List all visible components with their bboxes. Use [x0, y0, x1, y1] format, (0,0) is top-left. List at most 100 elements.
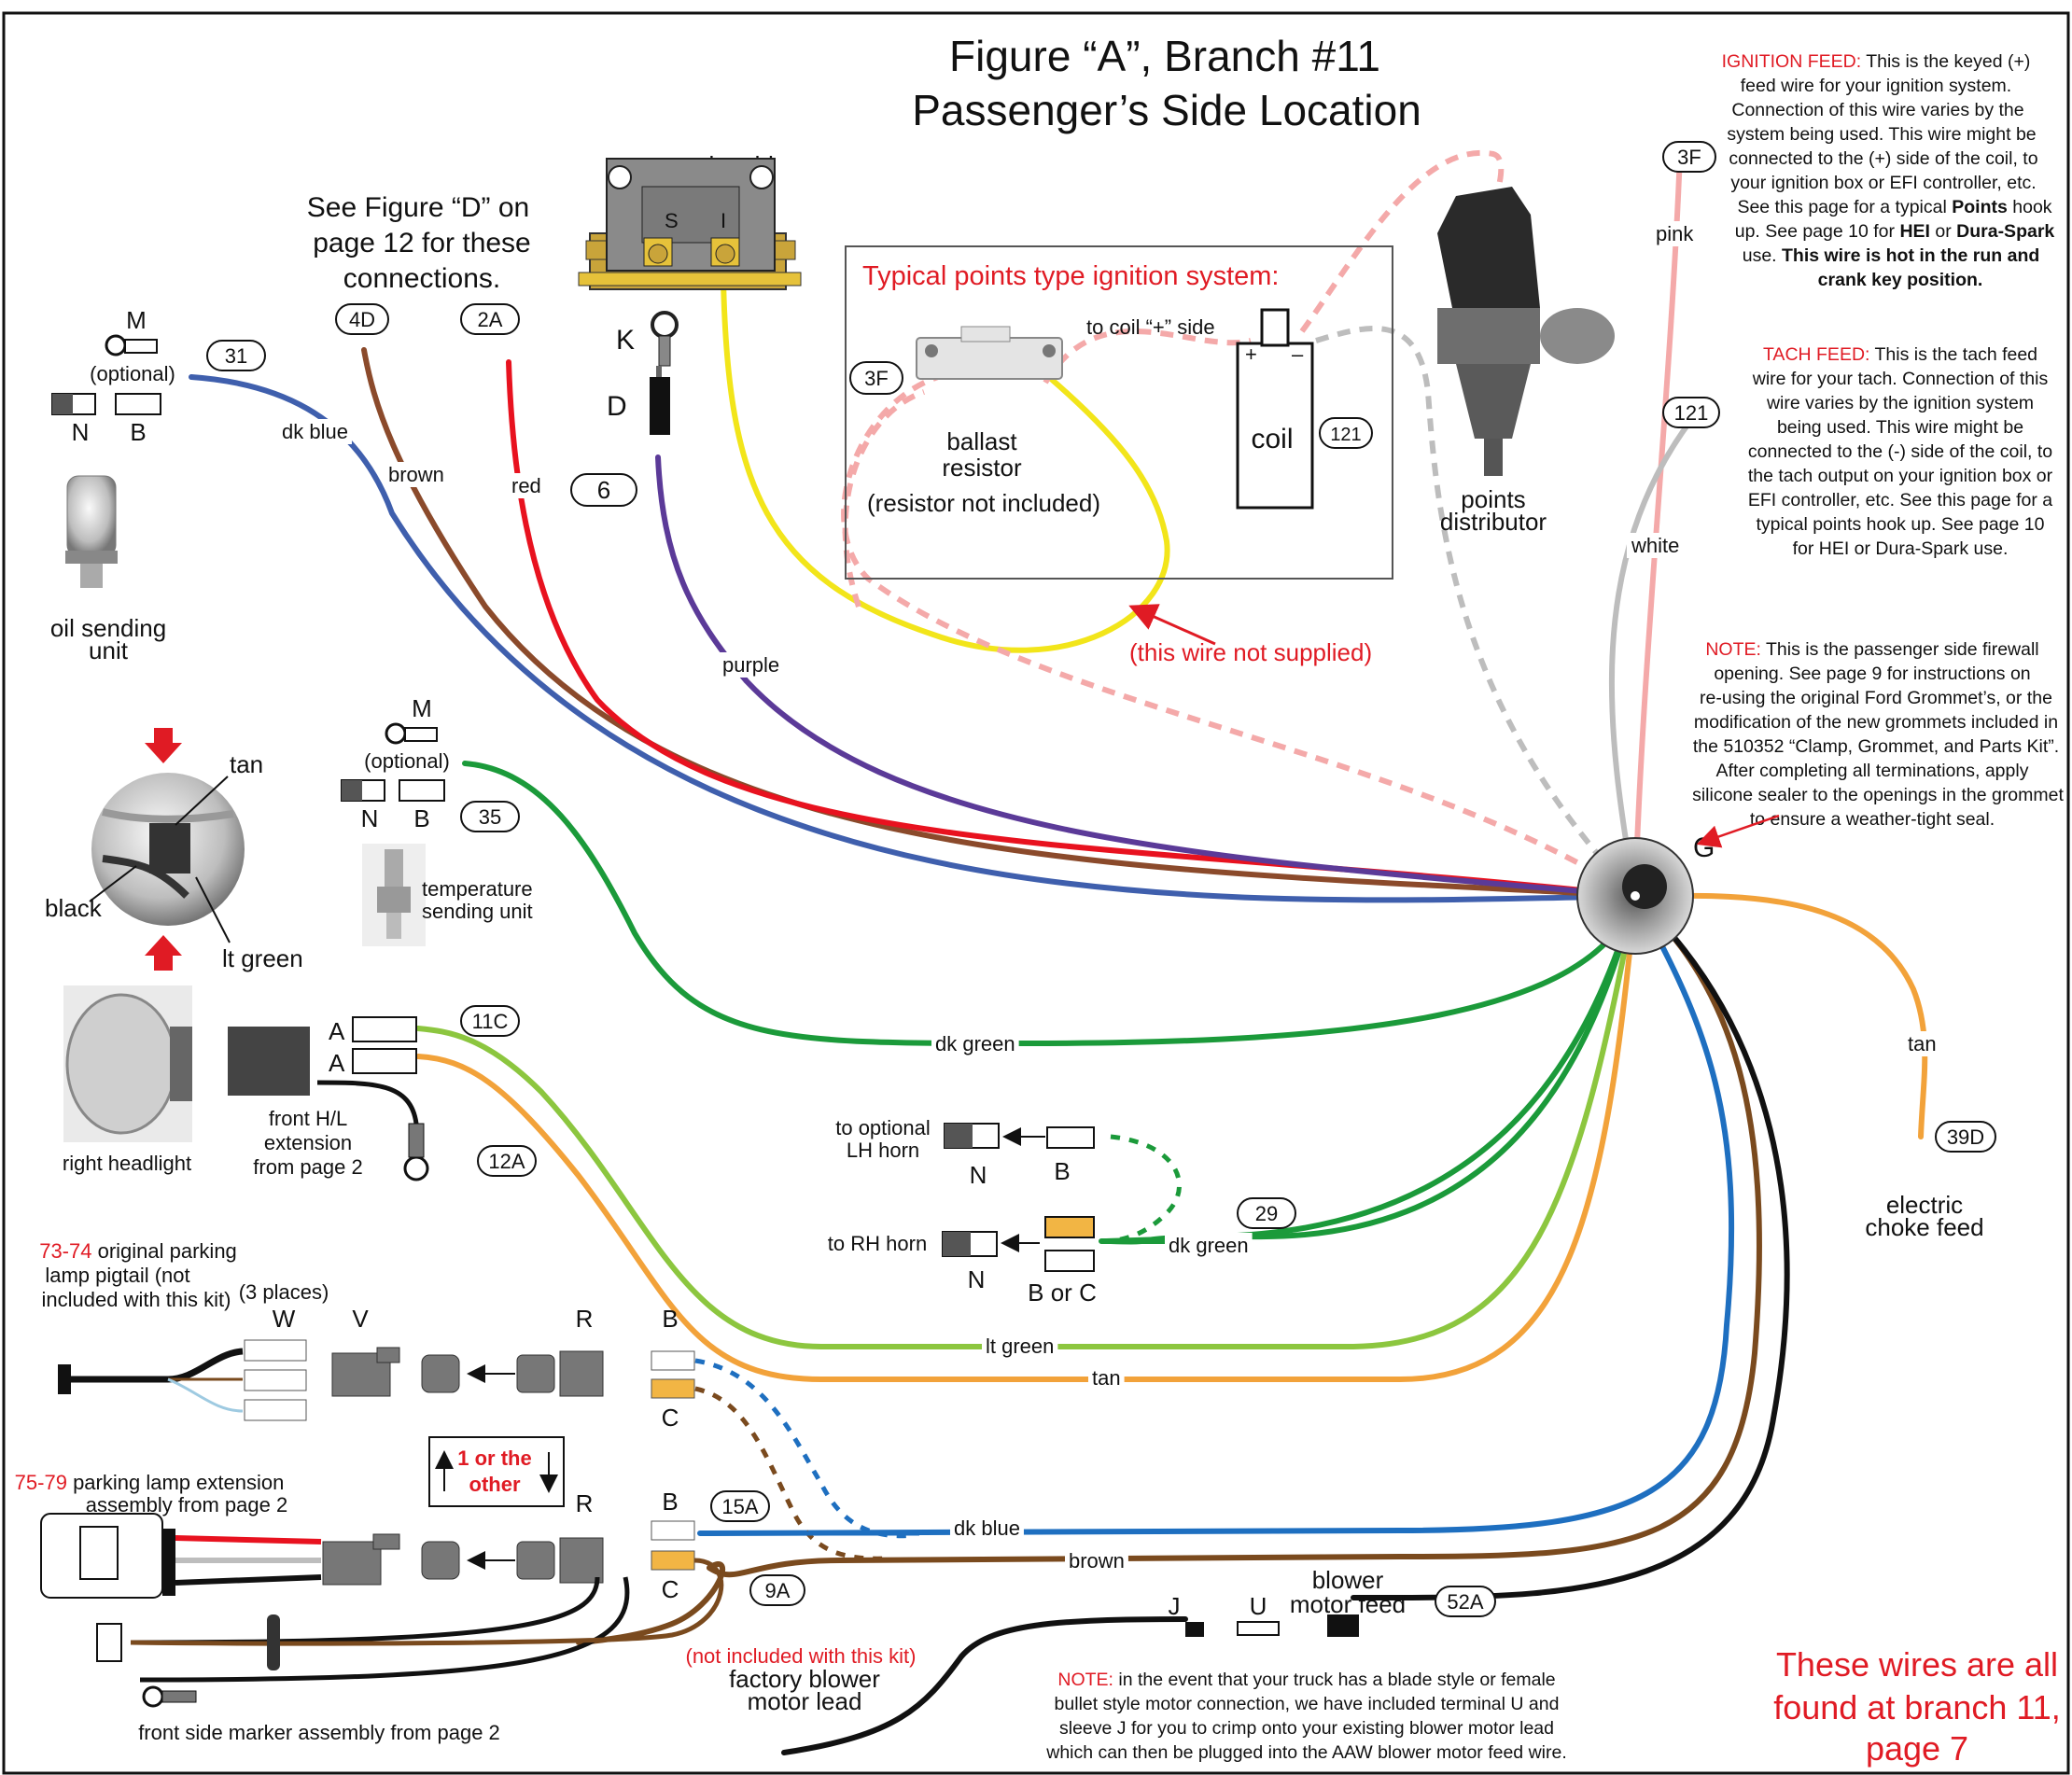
circuit-bubbles: 31 4D 2A 6 3F 121 3F 121 35 11C 12A 29 3…: [206, 141, 1996, 1617]
wire-purple-6: [655, 454, 1638, 899]
bottom-l4: which can then be plugged into the AAW b…: [1045, 1742, 1567, 1763]
ballast-3: (resistor not included): [867, 489, 1100, 517]
ign-l9a: use.: [1743, 245, 1782, 266]
label-brown-bottom: brown: [1069, 1549, 1125, 1572]
svg-text:NOTE: This is the passenger si: NOTE: This is the passenger side firewal…: [1705, 639, 2038, 660]
ign-l10: crank key position.: [1818, 270, 1983, 290]
temp-label-2: sending unit: [422, 900, 533, 923]
ign-l7a: See this page for a typical: [1737, 197, 1952, 217]
circuit-2a: 2A: [478, 308, 503, 331]
branch-3: page 7: [1866, 1729, 1968, 1768]
bottom-note: NOTE: in the event that your truck has a…: [1045, 1670, 1567, 1763]
svg-text:use. This wire is hot in the r: use. This wire is hot in the run and: [1743, 245, 2040, 266]
note-l1: This is the passenger side firewall: [1761, 639, 2039, 660]
temp-sending-unit: M (optional) N B temperature sending uni…: [341, 694, 533, 946]
label-red: red: [511, 474, 541, 497]
circuit-9a: 9A: [765, 1579, 791, 1602]
see-figure-d-1: See Figure “D” on: [307, 192, 529, 223]
circuit-29: 29: [1255, 1202, 1278, 1225]
one-or-other-2: other: [469, 1473, 521, 1496]
wire-pink: [1632, 151, 1683, 899]
right-headlight: right headlight A A front H/L extension …: [63, 985, 429, 1181]
wire-red-2a: [506, 359, 1638, 899]
wire-brown-9a: [707, 893, 1762, 1578]
bottom-l1: in the event that your truck has a blade…: [1113, 1670, 1556, 1690]
coil-plus: +: [1245, 342, 1257, 366]
park-places: (3 places): [239, 1280, 329, 1304]
side-marker: front side marker assembly from page 2: [138, 1721, 500, 1744]
park-desc1c: included with this kit): [42, 1288, 231, 1311]
label-brown: brown: [388, 463, 444, 486]
label-dk-green-29: dk green: [1169, 1234, 1249, 1257]
circuit-12a: 12A: [488, 1150, 525, 1173]
choke-2: choke feed: [1865, 1213, 1983, 1241]
firewall-grommet: G: [1576, 814, 1780, 955]
ign-l4: system being used. This wire might be: [1727, 124, 2036, 145]
svg-text:NOTE: in the event that your t: NOTE: in the event that your truck has a…: [1057, 1670, 1555, 1690]
blower-factory-2: motor lead: [748, 1687, 862, 1715]
label-pink: pink: [1656, 222, 1694, 245]
park-desc1b: lamp pigtail (not: [45, 1264, 189, 1287]
oil-m: M: [126, 306, 147, 334]
blower-feed-1: blower: [1312, 1566, 1384, 1594]
headlight-a2: A: [329, 1049, 345, 1077]
horn-n2: N: [968, 1265, 986, 1293]
park-desc2b: assembly from page 2: [86, 1493, 287, 1516]
note-l5: the 510352 “Clamp, Grommet, and Parts Ki…: [1693, 736, 2059, 757]
branch-note: These wires are all found at branch 11, …: [1773, 1645, 2061, 1768]
choke-1: electric: [1886, 1191, 1963, 1219]
wire-pink-dashed-ballast: [842, 389, 925, 608]
hl-tan: tan: [230, 750, 263, 778]
svg-text:See this page for a typical Po: See this page for a typical Points hook: [1737, 197, 2051, 217]
tach-l2: wire for your tach. Connection of this: [1752, 369, 2049, 389]
park-w: W: [273, 1305, 296, 1333]
svg-text:73-74 original parking: 73-74 original parking: [39, 1239, 237, 1263]
one-or-other-1: 1 or the: [457, 1447, 531, 1470]
park-desc2a: parking lamp extension: [67, 1471, 284, 1494]
horn-b1: B: [1054, 1157, 1070, 1185]
grommet-g: G: [1693, 832, 1715, 863]
wire-lt-green: [415, 893, 1638, 1349]
temp-n: N: [361, 804, 379, 832]
wire-labels: dk blue brown red purple pink white dk g…: [278, 221, 1940, 1573]
oil-label-2: unit: [89, 636, 129, 664]
ignition-feed-note: IGNITION FEED: This is the keyed (+) fee…: [1722, 51, 2055, 290]
svg-text:up. See page 10 for HEI or Dur: up. See page 10 for HEI or Dura-Spark: [1735, 221, 2055, 242]
circuit-15a: 15A: [721, 1495, 758, 1518]
wire-black-factory: [781, 1616, 1188, 1755]
title-line-1: Figure “A”, Branch #11: [949, 32, 1380, 80]
ign-l6: your ignition box or EFI controller, etc…: [1730, 173, 2036, 193]
blower-motor-section: J U blower motor feed (not included with…: [686, 1566, 1407, 1715]
points-to-coil: to coil “+” side: [1086, 315, 1215, 339]
tach-l9: for HEI or Dura-Spark use.: [1793, 538, 2009, 559]
see-figure-d-3: connections.: [343, 263, 500, 294]
blower-not-inc: (not included with this kit): [686, 1644, 917, 1668]
parking-lamp-section: 73-74 original parking lamp pigtail (not…: [15, 1239, 724, 1744]
park-b: B: [662, 1305, 678, 1333]
page-border: [2, 11, 2070, 1775]
wire-black-blower: [1351, 893, 1790, 1600]
tach-l3: wire varies by the ignition system: [1766, 393, 2034, 413]
ign-l8c: or: [1930, 221, 1956, 242]
ballast-1: ballast: [946, 427, 1017, 455]
coil-label: coil: [1251, 424, 1293, 454]
starter-k: K: [616, 325, 635, 356]
ign-l2: feed wire for your ignition system.: [1741, 76, 2011, 96]
park-c2: C: [662, 1575, 679, 1603]
wire-blue-15a: [697, 893, 1735, 1536]
wire-tan-choke: [1632, 892, 1928, 1139]
starter-d: D: [607, 391, 627, 422]
ign-l3: Connection of this wire varies by the: [1731, 100, 2023, 120]
wire-dk-green-29: [1099, 893, 1638, 1245]
wire-dk-green-29b: [1103, 893, 1638, 1244]
blower-j: J: [1169, 1592, 1181, 1620]
tach-l5: connected to the (-) side of the coil, t…: [1748, 441, 2052, 462]
temp-label-1: temperature: [422, 877, 533, 901]
wire-white: [1608, 417, 1694, 899]
starter-s: S: [665, 209, 679, 232]
branch-2: found at branch 11,: [1773, 1688, 2061, 1726]
headlight-ext-3: from page 2: [253, 1155, 362, 1179]
ign-l7b: Points: [1952, 197, 2008, 217]
headlight-a1: A: [329, 1017, 345, 1045]
wire-pink-dashed: [841, 370, 1637, 899]
